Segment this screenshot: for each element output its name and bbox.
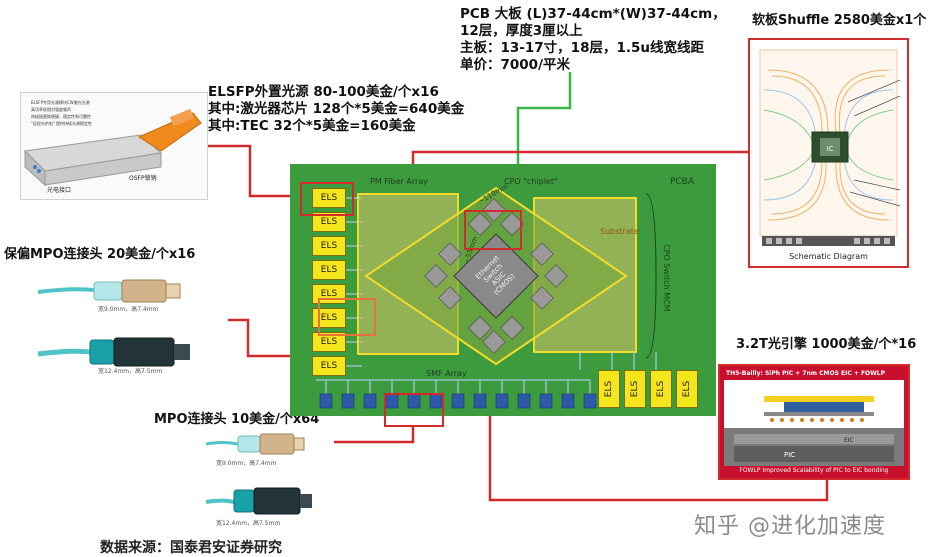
shuffle-note: 软板Shuffle 2580美金x1个 xyxy=(752,13,927,28)
pcba-label: PCBA xyxy=(670,177,695,187)
engine-pic-label: PIC xyxy=(784,451,795,459)
source-note: 数据来源：国泰君安证券研究 xyxy=(100,540,282,556)
pm-mpo-drawing xyxy=(37,279,190,367)
pm-mpo-spec-top: 宽9.0mm，高7.4mm xyxy=(98,306,159,313)
highlight-mpo xyxy=(384,393,444,427)
smf-array-label: SMF Array xyxy=(426,369,467,378)
mpo-spec-top: 宽9.0mm，高7.4mm xyxy=(216,460,277,467)
elsfp-bullet-3: 热插拔更换便捷，稳定性和可靠性 xyxy=(31,114,91,119)
els-module-left-8: ELS xyxy=(312,356,346,376)
cpo-chiplet-label: CPO "chiplet" xyxy=(504,177,558,186)
pcb-note: PCB 大板 (L)37-44cm*(W)37-44cm， 12层，厚度3厘以上… xyxy=(460,6,726,74)
els-module-left-2: ELS xyxy=(312,212,346,232)
els-module-right-3: ELS xyxy=(650,370,672,408)
elsfp-bullet-2: 高功率低相对强度噪声 xyxy=(31,107,71,112)
pcb-note-line1: PCB 大板 (L)37-44cm*(W)37-44cm， xyxy=(460,6,726,22)
els-label: ELS xyxy=(681,380,692,398)
engine-photo: TH5-Bailly: SiPh PIC + 7nm CMOS EIC + FO… xyxy=(718,364,910,480)
els-module-left-1: ELS xyxy=(312,188,346,208)
els-module-right-4: ELS xyxy=(676,370,698,408)
els-module-left-6: ELS xyxy=(312,308,346,328)
cpo-chiplets xyxy=(424,198,568,354)
elsfp-latch-label: OSFP锁销 xyxy=(129,175,157,182)
engine-footer: FOWLP Improved Scalability of PIC to EIC… xyxy=(739,467,889,474)
elsfp-port-label: 光电接口 xyxy=(47,187,72,194)
els-left-column: ELS ELS ELS ELS ELS ELS ELS ELS xyxy=(312,188,346,380)
pcb-note-line3: 主板：13-17寸，18层，1.5u线宽线距 xyxy=(460,40,704,56)
mpo-photo: 宽9.0mm，高7.4mm 宽12.4mm，高7.5mm xyxy=(204,428,334,528)
els-label: ELS xyxy=(320,241,338,251)
shuffle-photo: IC Schematic Diagram xyxy=(748,38,909,268)
els-label: ELS xyxy=(320,265,338,275)
els-module-left-4: ELS xyxy=(312,260,346,280)
elsfp-module-photo: ELSFP专用光源模块CW激光光源 高功率低相对强度噪声 热插拔更换便捷，稳定性… xyxy=(20,92,208,200)
els-label: ELS xyxy=(629,380,640,398)
switch-asic xyxy=(453,233,539,319)
els-label: ELS xyxy=(320,193,338,203)
mpo-pm-note: 保偏MPO连接头 20美金/个x16 xyxy=(4,247,196,262)
els-module-left-7: ELS xyxy=(312,332,346,352)
elsfp-bullet-1: ELSFP专用光源模块CW激光光源 xyxy=(31,100,90,105)
watermark: 知乎 @进化加速度 xyxy=(694,514,886,539)
els-label: ELS xyxy=(655,380,666,398)
mpo-spec-bottom: 宽12.4mm，高7.5mm xyxy=(216,520,281,527)
els-label: ELS xyxy=(320,361,338,371)
elsfp-note-line1: ELSFP外置光源 80-100美金/个x16 xyxy=(208,84,439,100)
elsfp-note-line2: 其中:激光器芯片 128个*5美金=640美金 xyxy=(208,101,465,117)
pm-mpo-photo: 宽9.0mm，高7.4mm 宽12.4mm，高7.5mm xyxy=(34,268,226,376)
engine-eic-label: EIC xyxy=(844,437,854,444)
shuffle-drawing: IC xyxy=(759,49,901,246)
engine-note: 3.2T光引擎 1000美金/个*16 xyxy=(736,337,917,352)
shuffle-ic-label: IC xyxy=(827,145,834,153)
els-label: ELS xyxy=(320,337,338,347)
els-module-right-1: ELS xyxy=(598,370,620,408)
els-label: ELS xyxy=(320,289,338,299)
elsfp-module-drawing xyxy=(23,108,202,187)
shuffle-caption: Schematic Diagram xyxy=(789,252,868,261)
mpo-note: MPO连接头 10美金/个x64 xyxy=(154,412,320,427)
substrate-label: Substrate xyxy=(600,227,639,236)
elsfp-note: ELSFP外置光源 80-100美金/个x16 其中:激光器芯片 128个*5美… xyxy=(208,84,464,135)
pcb-note-line2: 12层，厚度3厘以上 xyxy=(460,23,583,39)
els-module-left-3: ELS xyxy=(312,236,346,256)
cpo-mcm-label: CPO Switch MCM xyxy=(662,244,671,312)
pcb-note-line4: 单价：7000/平米 xyxy=(460,57,571,73)
highlight-pm-fiber xyxy=(318,298,376,336)
pm-fiber-label: PM Fiber Array xyxy=(370,177,428,186)
elsfp-note-line3: 其中:TEC 32个*5美金=160美金 xyxy=(208,118,416,134)
pm-mpo-spec-bottom: 宽12.4mm，高7.5mm xyxy=(98,368,163,375)
els-module-right-2: ELS xyxy=(624,370,646,408)
smf-traces xyxy=(316,379,591,394)
els-right-row: ELS ELS ELS ELS xyxy=(598,370,708,410)
right-els-traces xyxy=(579,352,657,370)
els-label: ELS xyxy=(603,380,614,398)
els-label: ELS xyxy=(320,217,338,227)
engine-drawing: PIC EIC xyxy=(724,380,904,466)
elsfp-bullet-4: "远程光供电" 提供持续光源稳定性 xyxy=(31,121,92,126)
highlight-chiplet xyxy=(464,210,522,250)
mpo-drawing xyxy=(205,433,312,515)
highlight-els xyxy=(300,182,354,216)
els-label: ELS xyxy=(320,313,338,323)
engine-title: TH5-Bailly: SiPh PIC + 7nm CMOS EIC + FO… xyxy=(726,370,885,377)
